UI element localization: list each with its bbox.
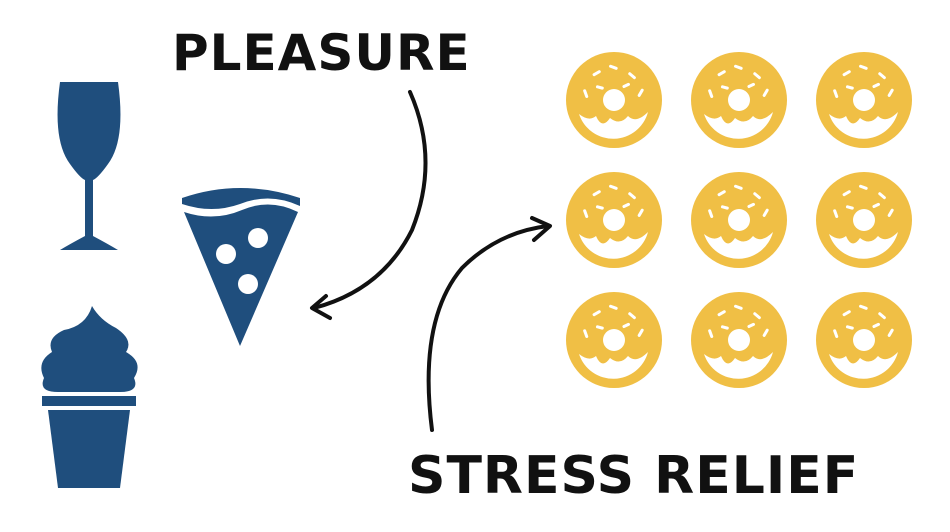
ice-cream-cone-icon (41, 306, 138, 488)
donut-icon (691, 172, 787, 268)
donut-grid (566, 52, 912, 388)
donut-icon (566, 52, 662, 148)
pizza-slice-icon (182, 188, 300, 346)
pleasure-label: PLEASURE (172, 24, 471, 82)
donut-icon (566, 172, 662, 268)
donut-icon (816, 172, 912, 268)
donut-icon (816, 292, 912, 388)
pleasure-arrow (310, 90, 428, 320)
stress-relief-arrow (426, 216, 552, 432)
wine-glass-icon (57, 82, 121, 250)
donut-icon (691, 52, 787, 148)
donut-icon (816, 52, 912, 148)
stress-relief-label: STRESS RELIEF (408, 446, 860, 506)
donut-icon (691, 292, 787, 388)
donut-icon (566, 292, 662, 388)
